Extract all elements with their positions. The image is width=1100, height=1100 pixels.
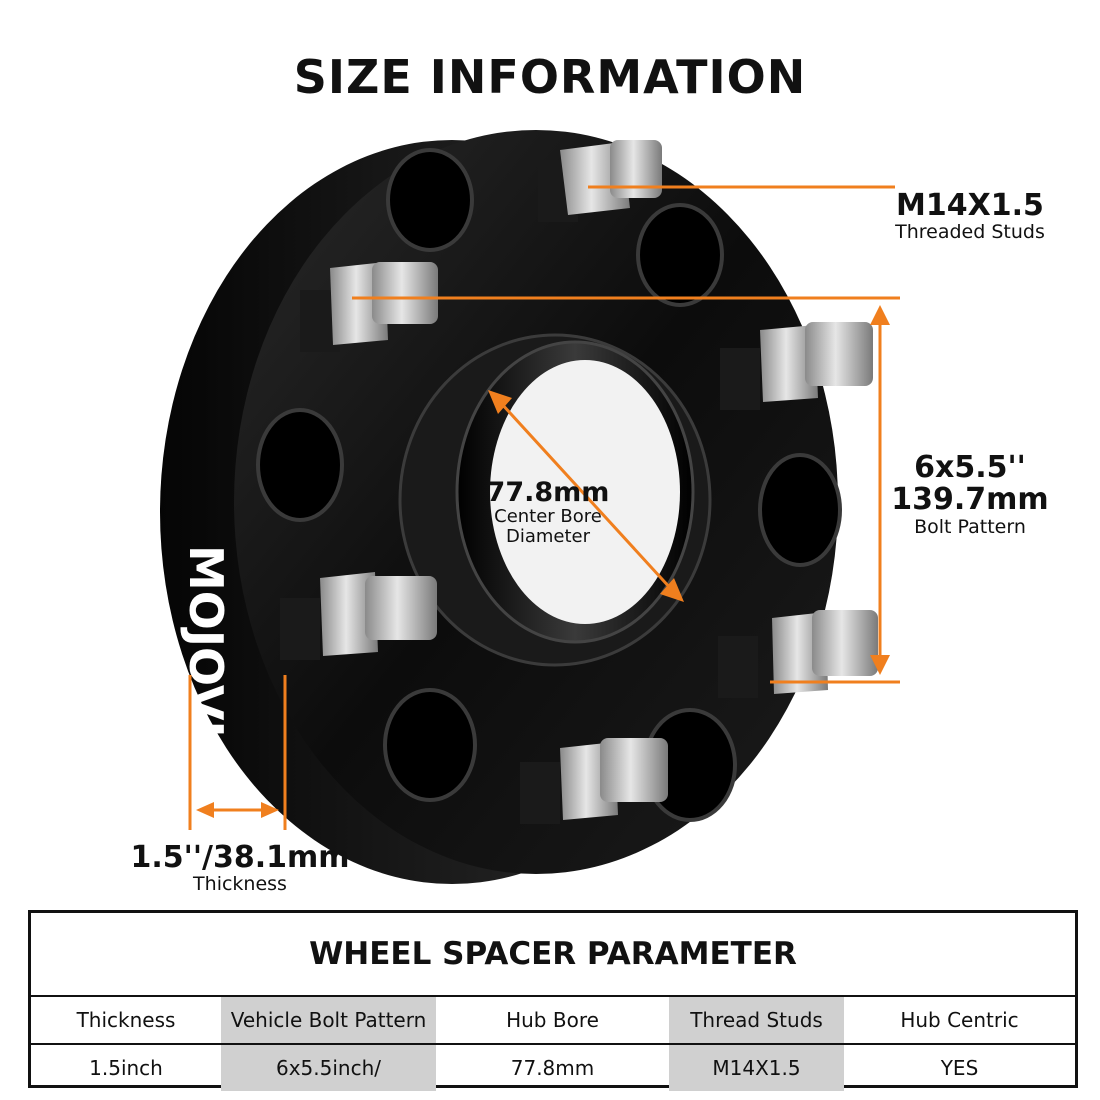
bolt-pattern-metric: 139.7mm	[891, 482, 1049, 518]
table-header-cell: Hub Centric	[900, 1008, 1019, 1032]
stud	[300, 262, 438, 352]
bolt-hole	[636, 203, 724, 307]
table-header-cell: Thread Studs	[669, 997, 844, 1043]
bolt-hole	[758, 453, 842, 567]
table-title: WHEEL SPACER PARAMETER	[31, 913, 1075, 997]
stud	[718, 610, 878, 698]
studs	[280, 140, 878, 824]
arrow-head-left	[196, 802, 214, 818]
arrow-head-right	[261, 802, 279, 818]
thickness-value: 1.5''/38.1mm	[130, 840, 350, 875]
dimension-lines	[188, 185, 900, 830]
bolt-hole	[383, 688, 477, 802]
table-header-cell: Hub Bore	[506, 1008, 599, 1032]
bolt-pattern-callout: 6x5.5'' 139.7mm Bolt Pattern	[880, 450, 1060, 539]
arrow-head-bore-bottom	[660, 578, 684, 602]
parameter-table: WHEEL SPACER PARAMETER Thickness Vehicle…	[28, 910, 1078, 1091]
table-cell: 1.5inch	[89, 1056, 163, 1080]
table-header-cell: Thickness	[76, 1008, 176, 1032]
studs-callout: M14X1.5 Threaded Studs	[880, 188, 1060, 244]
bolt-hole	[256, 408, 344, 522]
center-bore-opening	[490, 360, 680, 624]
center-bore-label-2: Diameter	[505, 525, 591, 547]
studs-label: Threaded Studs	[895, 221, 1045, 244]
center-bore-label-1: Center Bore	[494, 506, 602, 528]
center-bore-value: 77.8mm	[486, 477, 610, 508]
bolt-hole	[386, 148, 474, 252]
thickness-label: Thickness	[193, 873, 287, 896]
bore-arrow-line	[498, 400, 674, 592]
stud	[720, 322, 873, 410]
studs-value: M14X1.5	[896, 188, 1044, 223]
wheel-spacer-diagram: MOJOVI	[160, 130, 900, 884]
table-cell: M14X1.5	[669, 1045, 844, 1091]
table-cell: YES	[940, 1056, 979, 1080]
stud	[520, 738, 668, 824]
bolt-pattern-label: Bolt Pattern	[914, 515, 1026, 538]
stud	[538, 140, 662, 222]
bolt-pattern-imperial: 6x5.5''	[914, 450, 1026, 485]
table-header-cell: Vehicle Bolt Pattern	[221, 997, 436, 1043]
arrow-head-bore-top	[488, 390, 512, 414]
table-cell: 6x5.5inch/	[221, 1045, 436, 1091]
arrow-head-down	[870, 655, 890, 675]
center-bore-callout: 77.8mm Center Bore Diameter	[478, 478, 618, 547]
table-cell: 77.8mm	[510, 1056, 595, 1080]
table-header-row: Thickness Vehicle Bolt Pattern Hub Bore …	[31, 997, 1075, 1045]
table-row: 1.5inch 6x5.5inch/ 77.8mm M14X1.5 YES	[31, 1045, 1075, 1091]
thickness-callout: 1.5''/38.1mm Thickness	[120, 840, 360, 896]
arrow-head-up	[870, 305, 890, 325]
brand-logo: MOJOVI	[179, 545, 233, 738]
page-title: SIZE INFORMATION	[293, 50, 807, 104]
stud	[280, 572, 437, 660]
